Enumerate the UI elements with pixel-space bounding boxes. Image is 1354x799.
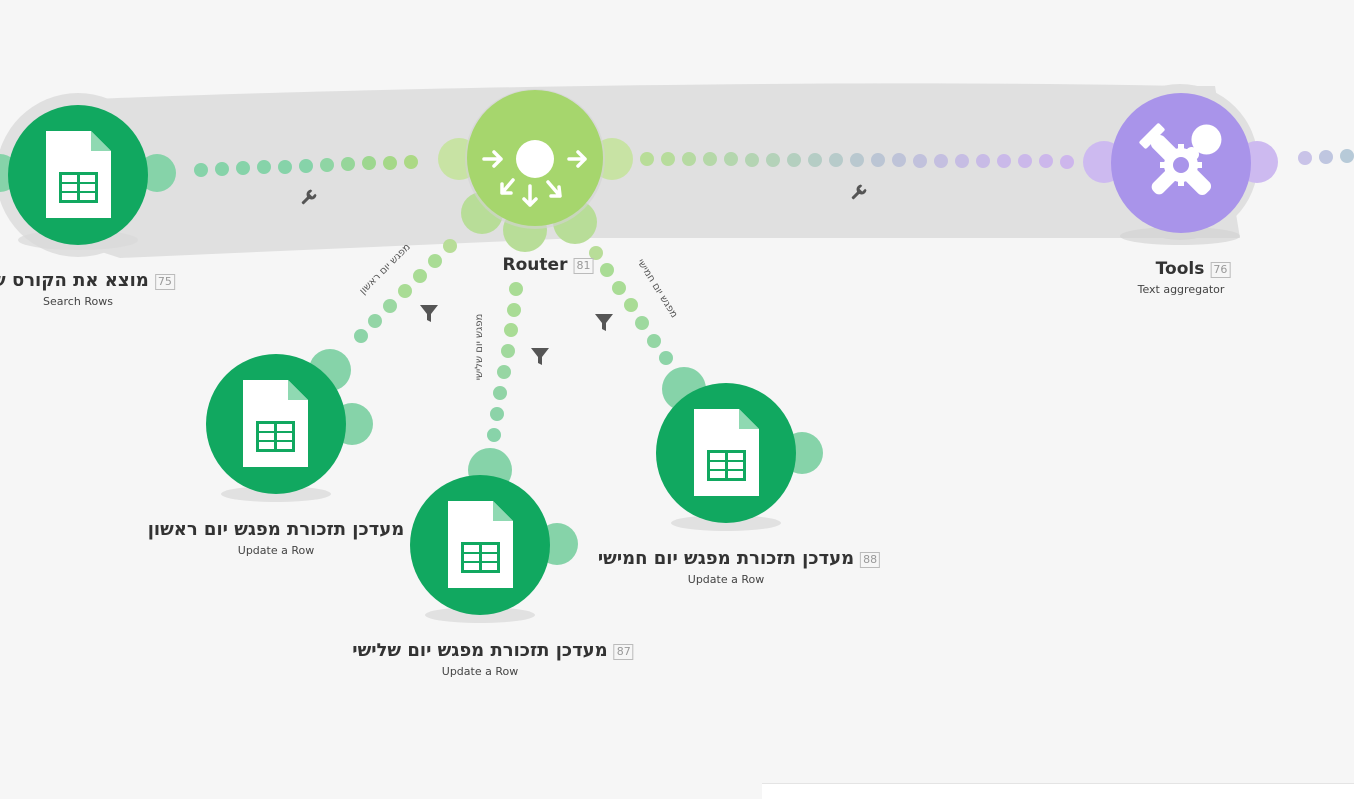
wrench-icon[interactable]	[299, 189, 317, 207]
module-title: מעדכן תזכורת מפגש יום שלישי	[352, 640, 608, 661]
google-sheets-icon	[46, 131, 111, 218]
module-label-update3[interactable]: מעדכן תזכורת מפגש יום שלישי 87 Update a R…	[352, 640, 634, 678]
connection-router-to-update5[interactable]	[589, 246, 673, 365]
connection-router-to-tools[interactable]	[640, 152, 1074, 169]
module-tools[interactable]	[1083, 93, 1278, 245]
module-id-badge: 88	[860, 551, 881, 568]
google-sheets-icon	[448, 501, 513, 588]
module-subtitle: Text aggregator	[1137, 283, 1225, 296]
route-label-update5: מפגש יום חמישי	[635, 257, 680, 320]
module-title: מעדכן תזכורת מפגש יום ראשון	[147, 519, 405, 540]
wrench-icon[interactable]	[849, 184, 867, 202]
module-subtitle: Update a Row	[441, 665, 519, 678]
filter-icon[interactable]	[531, 348, 549, 365]
module-subtitle: Update a Row	[687, 573, 765, 586]
module-label-update1[interactable]: מעדכן תזכורת מפגש יום ראשון Update a Row	[148, 519, 405, 557]
filter-icon[interactable]	[595, 314, 613, 331]
module-title: Tools	[1155, 259, 1205, 279]
module-update5[interactable]	[656, 367, 823, 531]
module-id-badge: 87	[613, 643, 634, 660]
module-id-badge: 75	[154, 273, 175, 290]
module-router[interactable]	[438, 89, 633, 252]
module-label-search[interactable]: מוצא את הקורס של 75 Search Rows	[0, 270, 175, 308]
router-icon	[482, 140, 587, 207]
module-update3[interactable]	[410, 448, 578, 623]
connection-router-to-update1[interactable]	[354, 239, 457, 343]
module-subtitle: Search Rows	[43, 295, 113, 308]
selection-group-band	[40, 83, 1240, 258]
connection-tools-next[interactable]	[1298, 149, 1354, 165]
module-label-update5[interactable]: מעדכן תזכורת מפגש יום חמישי 88 Update a R…	[597, 548, 881, 586]
route-label-update3: מפגש יום שלישי	[474, 314, 485, 381]
connection-router-to-update3[interactable]	[487, 282, 523, 442]
filter-icon[interactable]	[420, 305, 438, 322]
module-title: מעדכן תזכורת מפגש יום חמישי	[597, 548, 855, 569]
bottom-panel-edge	[762, 783, 1354, 799]
module-search-rows[interactable]	[0, 105, 176, 250]
google-sheets-icon	[694, 409, 759, 496]
google-sheets-icon	[243, 380, 308, 467]
module-subtitle: Update a Row	[237, 544, 315, 557]
module-label-router[interactable]: Router 81	[503, 255, 594, 275]
module-title: Router	[502, 255, 568, 275]
module-update1[interactable]	[206, 349, 373, 502]
module-label-tools[interactable]: Tools 76 Text aggregator	[1138, 259, 1231, 296]
tools-icon	[1139, 123, 1222, 196]
connection-search-to-router[interactable]	[194, 155, 418, 177]
module-title: מוצא את הקורס של	[0, 270, 149, 291]
module-id-badge: 76	[1210, 261, 1231, 278]
module-id-badge: 81	[573, 257, 594, 274]
